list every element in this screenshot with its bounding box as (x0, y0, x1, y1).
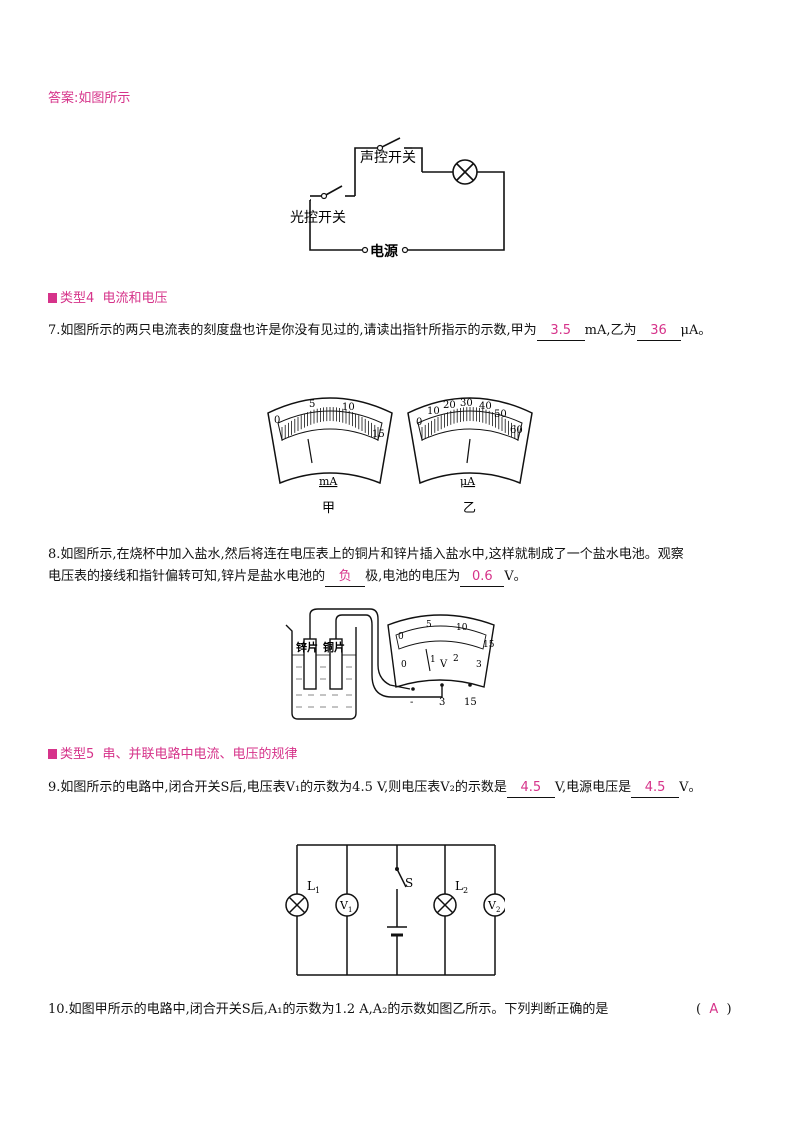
switch-circuit-diagram: 声控开关 光控开关 电源 (290, 137, 505, 260)
v1-label: V1 (339, 899, 352, 914)
q7-text-end: μA。 (680, 323, 712, 338)
q7-text: 7.如图所示的两只电流表的刻度盘也许是你没有见过的,请读出指针所指示的示数,甲为 (48, 323, 537, 338)
water-dashes (296, 666, 352, 708)
v-top-tick-5: 5 (426, 620, 432, 630)
lamp-l2-icon (433, 893, 457, 917)
terminal-minus: - (410, 697, 413, 708)
v-bot-tick-1: 1 (430, 655, 436, 665)
parallel-circuit-diagram: L1 V1 S L2 V2 (285, 844, 505, 976)
light-switch-label: 光控开关 (290, 210, 346, 226)
meter-jia-tick-10: 10 (342, 402, 355, 413)
meter-yi-pointer (466, 438, 471, 464)
question-7: 7.如图所示的两只电流表的刻度盘也许是你没有见过的,请读出指针所指示的示数,甲为… (48, 322, 711, 341)
v2-label: V2 (487, 899, 500, 914)
section-title: 电流和电压 (102, 291, 168, 306)
q9-text-mid: V,电源电压是 (554, 780, 632, 795)
voltmeter-unit: V (439, 659, 448, 670)
q9-text: 9.如图所示的电路中,闭合开关S后,电压表V₁的示数为4.5 V,则电压表V₂的… (48, 780, 507, 795)
q8-text-mid: 极,电池的电压为 (365, 569, 461, 584)
q7-text-mid: mA,乙为 (584, 323, 637, 338)
meter-jia-tick-0: 0 (274, 415, 280, 426)
answer-label: 答案:如图所示 (48, 91, 131, 106)
question-9: 9.如图所示的电路中,闭合开关S后,电压表V₁的示数为4.5 V,则电压表V₂的… (48, 779, 701, 798)
v-top-tick-10: 10 (456, 623, 468, 633)
sound-switch-blade (379, 137, 401, 149)
meter-jia-tick-15: 15 (372, 429, 385, 440)
q9-answer-2: 4.5 (631, 779, 680, 798)
terminal-15: 15 (464, 697, 477, 708)
q8-text: 电压表的接线和指针偏转可知,锌片是盐水电池的 (48, 569, 326, 584)
zinc-label: 锌片 (296, 640, 318, 654)
power-label: 电源 (370, 243, 398, 260)
q10-paren-close: ) (726, 1002, 732, 1017)
lamp-l1-icon (285, 893, 309, 917)
sound-switch-label: 声控开关 (360, 150, 416, 166)
lamp-icon (452, 159, 478, 185)
q10-paren-open: ( (696, 1002, 702, 1017)
meter-yi-name: 乙 (463, 501, 476, 516)
light-switch-blade (323, 185, 343, 197)
section-marker (48, 293, 57, 303)
section-title: 串、并联电路中电流、电压的规律 (102, 747, 298, 762)
section-5-heading: 类型5 串、并联电路中电流、电压的规律 (48, 743, 298, 762)
meter-yi-unit: μA (460, 475, 476, 488)
meter-yi (407, 397, 533, 485)
section-tag: 类型4 (60, 291, 95, 306)
v-bot-tick-0: 0 (401, 660, 407, 670)
q9-answer-1: 4.5 (506, 779, 555, 798)
meter-jia-name: 甲 (322, 501, 335, 516)
q10-answer: A (709, 1002, 719, 1017)
question-10: 10.如图甲所示的电路中,闭合开关S后,A₁的示数为1.2 A,A₂的示数如图乙… (48, 1002, 609, 1017)
salt-water-battery-figure: 锌片 铜片 0 5 10 15 0 1 2 3 V - 3 15 (285, 608, 495, 720)
v-bot-tick-2: 2 (453, 654, 459, 664)
meter-yi-tick-60: 60 (510, 425, 523, 436)
section-4-heading: 类型4 电流和电压 (48, 287, 168, 306)
v-bot-tick-3: 3 (476, 660, 482, 670)
meter-yi-tick-50: 50 (494, 409, 507, 420)
v-top-tick-15: 15 (483, 640, 495, 650)
q10-answer-bracket: ( A ) (696, 1001, 732, 1019)
l1-label: L1 (307, 879, 320, 895)
meter-jia-pointer (307, 438, 313, 464)
ammeter-figures: 0 5 10 15 mA 甲 0 10 20 30 40 50 60 μA 乙 (267, 397, 533, 516)
q8-answer-1: 负 (325, 568, 366, 587)
meter-yi-tick-0: 0 (416, 417, 422, 428)
meter-yi-tick-20: 20 (443, 400, 456, 411)
meter-jia (267, 397, 393, 485)
voltmeter-v2-icon (483, 893, 505, 917)
section-marker (48, 749, 57, 759)
terminal-3: 3 (439, 697, 445, 708)
switch-s-label: S (405, 876, 413, 890)
switch-s-blade (396, 868, 407, 888)
v-top-tick-0: 0 (398, 632, 404, 642)
q9-text-end: V。 (679, 780, 702, 795)
copper-label: 铜片 (322, 640, 345, 654)
q8-answer-2: 0.6 (460, 568, 505, 587)
meter-jia-unit: mA (319, 475, 338, 488)
meter-yi-tick-40: 40 (479, 401, 492, 412)
question-8-line-1: 8.如图所示,在烧杯中加入盐水,然后将连在电压表上的铜片和锌片插入盐水中,这样就… (48, 547, 684, 562)
voltmeter-v1-icon (335, 893, 359, 917)
q7-answer-2: 36 (636, 322, 681, 341)
meter-yi-tick-10: 10 (427, 406, 440, 417)
q8-text-end: V。 (504, 569, 527, 584)
section-tag: 类型5 (60, 747, 95, 762)
voltmeter-pointer (425, 648, 431, 672)
meter-yi-tick-30: 30 (460, 398, 473, 409)
l2-label: L2 (455, 879, 468, 895)
meter-jia-tick-5: 5 (309, 399, 315, 410)
q7-answer-1: 3.5 (536, 322, 585, 341)
